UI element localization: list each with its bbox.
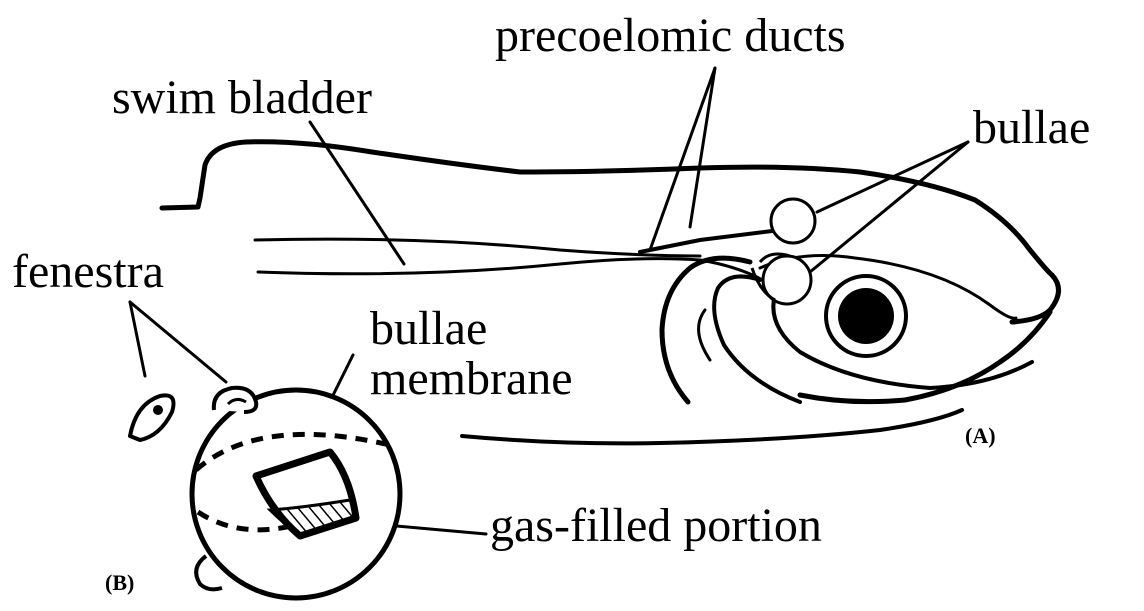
swim-bladder-upper — [255, 239, 700, 256]
operculum-outer — [662, 258, 750, 402]
label-gas-filled-portion: gas-filled portion — [490, 502, 822, 550]
swim-bladder-lower — [258, 259, 790, 300]
panel-label-b: (B) — [105, 572, 134, 594]
label-fenestra: fenestra — [12, 248, 164, 296]
panel-label-a: (A) — [965, 425, 996, 447]
label-bullae-membrane: bullae membrane — [370, 304, 573, 405]
bulla-detail — [192, 388, 400, 598]
precoelomic-duct — [640, 230, 780, 252]
leader-bullae-1 — [817, 142, 968, 212]
snout-tip — [1012, 275, 1059, 322]
label-bullae-membrane-line1: bullae — [370, 304, 573, 354]
bulla-upper — [771, 199, 815, 243]
ventral-outline — [462, 410, 962, 443]
dorsal-outline — [162, 142, 1052, 275]
eye — [826, 276, 906, 356]
leader-precoelomic-2 — [690, 68, 715, 227]
bullae-group — [752, 199, 815, 304]
label-precoelomic-ducts: precoelomic ducts — [495, 12, 846, 60]
leader-bullae-2 — [810, 142, 968, 272]
label-swim-bladder: swim bladder — [112, 74, 372, 122]
leader-swim-bladder — [310, 122, 404, 264]
label-bullae-membrane-line2: membrane — [370, 354, 573, 404]
leader-precoelomic-1 — [650, 68, 715, 250]
label-bullae: bullae — [973, 104, 1090, 152]
swim-bladder — [255, 230, 790, 300]
gill-slit — [699, 310, 710, 360]
fenestra-fragment — [130, 395, 174, 440]
eye-pupil — [838, 288, 894, 344]
